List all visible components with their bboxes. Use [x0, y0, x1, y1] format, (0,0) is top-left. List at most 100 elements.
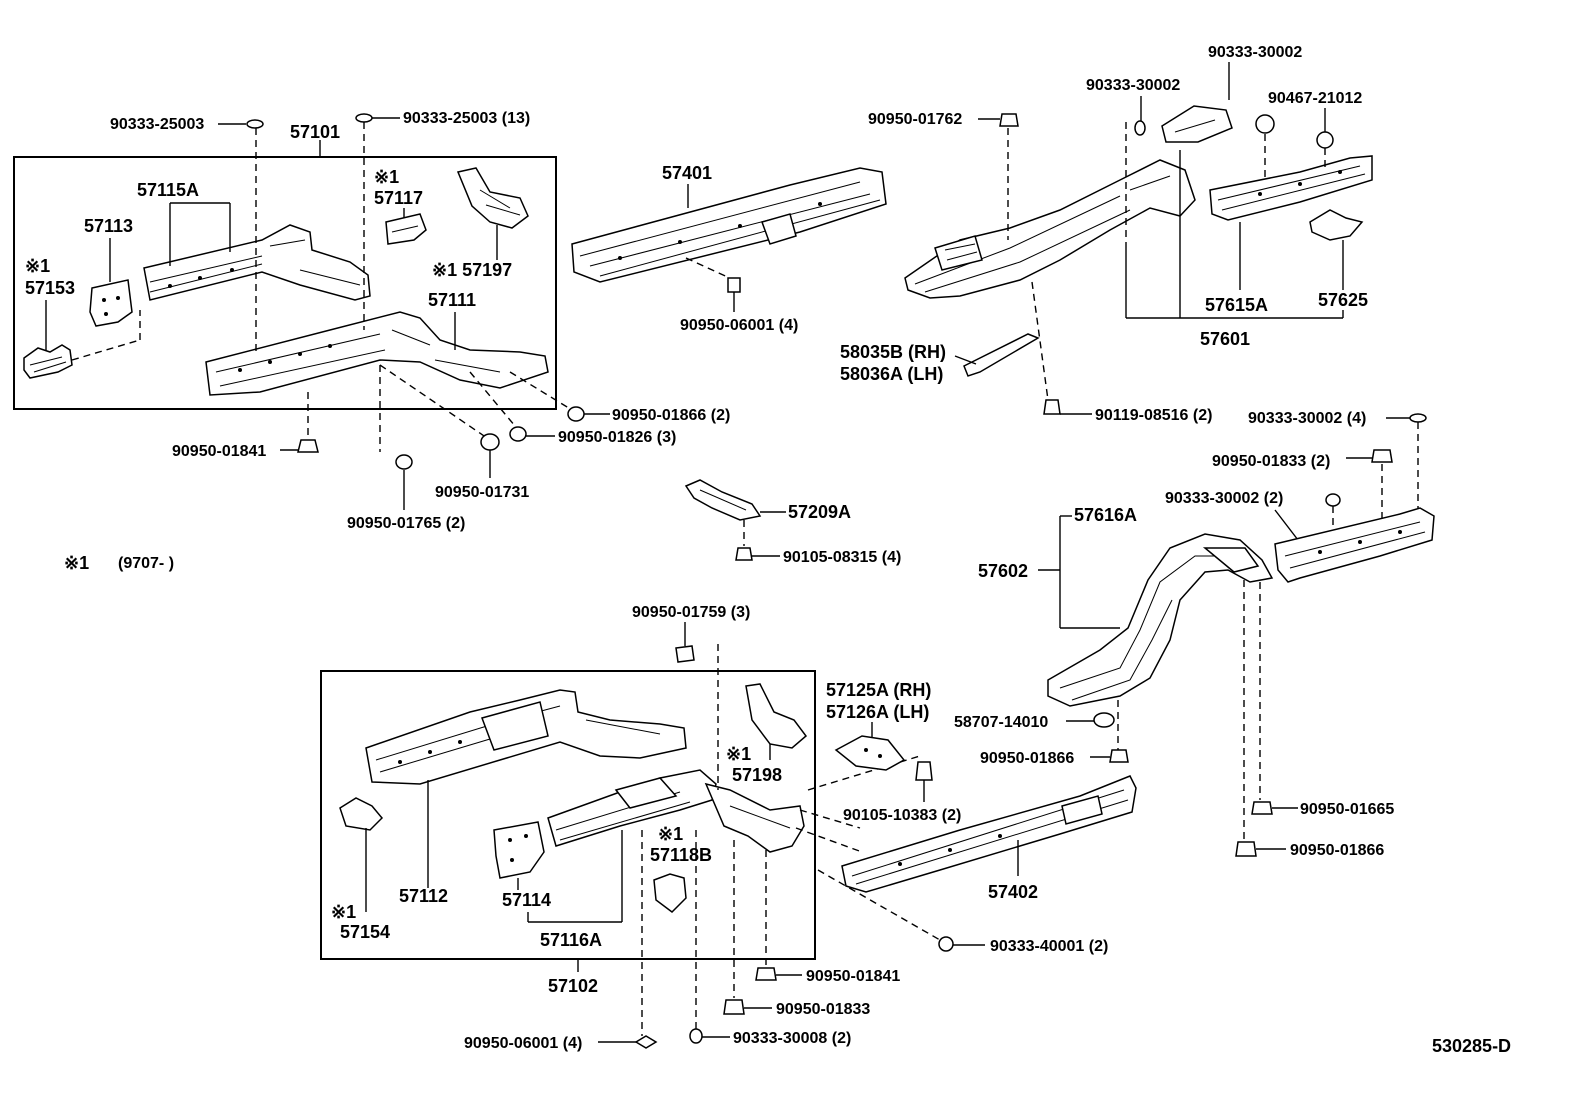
- part-57116A: [547, 769, 717, 847]
- label-90333-30002-2: 90333-30002 (2): [1165, 490, 1283, 507]
- label-57125A: 57125A (RH): [826, 680, 931, 700]
- nut-90950-01731: [480, 433, 500, 451]
- label-57113: 57113: [84, 216, 133, 236]
- grommet-90333-40001: [938, 936, 954, 952]
- label-90333-30002-b: 90333-30002: [1208, 44, 1302, 61]
- label-90105-08315: 90105-08315 (4): [783, 549, 901, 566]
- assembly-box-57101: [13, 156, 557, 410]
- part-57402: [841, 775, 1137, 893]
- note-text: (9707- ): [118, 555, 174, 572]
- part-57114: [493, 821, 545, 879]
- nut-90950-01826: [509, 426, 527, 442]
- diagram-id: 530285-D: [1432, 1036, 1511, 1056]
- label-90467-21012: 90467-21012: [1268, 90, 1362, 107]
- bolt-90105-10383: [915, 761, 933, 781]
- nut-90467-21012: [1316, 131, 1334, 149]
- part-57401: [571, 167, 887, 283]
- mark-57198: ※1: [726, 744, 751, 764]
- nut-90950-01833-bot: [723, 999, 745, 1015]
- nut-90950-01866-br: [1235, 841, 1257, 857]
- label-57197: ※1 57197: [432, 260, 512, 280]
- label-57118B: 57118B: [650, 845, 712, 865]
- pad-90950-06001-bot: [634, 1035, 658, 1049]
- label-90333-30002-a: 90333-30002: [1086, 77, 1180, 94]
- note-mark: ※1: [64, 553, 89, 573]
- label-57117: 57117: [374, 188, 423, 208]
- label-90950-01866-top: 90950-01866 (2): [612, 407, 730, 424]
- nut-90950-01665: [1251, 801, 1273, 815]
- part-57111: [205, 311, 549, 396]
- mark-57154: ※1: [331, 902, 356, 922]
- part-57153: [23, 344, 73, 379]
- label-57153: 57153: [25, 278, 75, 298]
- nut-90950-01841-left: [297, 439, 319, 453]
- label-57601: 57601: [1200, 329, 1250, 349]
- grommet-90333-30002-a: [1134, 120, 1146, 136]
- label-57114: 57114: [502, 890, 551, 910]
- pad-90950-06001-mid: [727, 277, 741, 293]
- nut-90467-21012-left: [1255, 114, 1275, 134]
- part-57209A: [684, 479, 762, 521]
- part-57117: [385, 213, 427, 245]
- part-57198: [745, 683, 808, 749]
- label-57115A: 57115A: [137, 180, 199, 200]
- label-57401: 57401: [662, 163, 712, 183]
- part-58035B: [963, 333, 1040, 377]
- part-57197: [456, 167, 529, 229]
- label-57209A: 57209A: [788, 502, 851, 522]
- part-57115A: [143, 224, 371, 301]
- label-90333-30008: 90333-30008 (2): [733, 1030, 851, 1047]
- label-90950-01826: 90950-01826 (3): [558, 429, 676, 446]
- nut-90950-01841-bot: [755, 967, 777, 981]
- part-57601-main: [904, 159, 1196, 299]
- part-57625: [1309, 209, 1364, 241]
- label-57116A: 57116A: [540, 930, 602, 950]
- label-90950-01841-left: 90950-01841: [172, 443, 266, 460]
- label-57198: 57198: [732, 765, 782, 785]
- label-57615A: 57615A: [1205, 295, 1268, 315]
- nut-90950-01866-mid: [1109, 749, 1129, 763]
- part-57154: [339, 797, 384, 831]
- label-57111: 57111: [428, 290, 476, 310]
- label-90950-01759: 90950-01759 (3): [632, 604, 750, 621]
- label-90950-01833-bot: 90950-01833: [776, 1001, 870, 1018]
- label-90950-01841-bot: 90950-01841: [806, 968, 900, 985]
- label-90950-01731: 90950-01731: [435, 484, 529, 501]
- label-57102: 57102: [548, 976, 598, 996]
- label-90950-01866-mid: 90950-01866: [980, 750, 1074, 767]
- mark-57118B: ※1: [658, 824, 683, 844]
- label-57625: 57625: [1318, 290, 1368, 310]
- bolt-90950-01762: [999, 113, 1019, 127]
- label-90105-10383: 90105-10383 (2): [843, 807, 961, 824]
- label-90950-01762: 90950-01762: [868, 111, 962, 128]
- label-58707-14010: 58707-14010: [954, 714, 1048, 731]
- bolt-90333-25003-left: [246, 119, 264, 129]
- label-90333-30002-4: 90333-30002 (4): [1248, 410, 1366, 427]
- nut-90950-01765: [395, 454, 413, 470]
- label-90950-01833-2: 90950-01833 (2): [1212, 453, 1330, 470]
- part-57113: [89, 279, 133, 327]
- label-90950-06001-mid: 90950-06001 (4): [680, 317, 798, 334]
- grommet-90333-30002-2: [1325, 493, 1341, 507]
- label-58035B: 58035B (RH): [840, 342, 946, 362]
- mark-57117: ※1: [374, 167, 399, 187]
- nut-90950-01833-2: [1371, 449, 1393, 463]
- part-57102-end: [704, 782, 805, 853]
- grommet-90333-30008: [689, 1028, 703, 1044]
- label-90333-25003-right: 90333-25003 (13): [403, 110, 530, 127]
- label-90119-08516: 90119-08516 (2): [1095, 407, 1212, 424]
- label-90950-06001-bot: 90950-06001 (4): [464, 1035, 582, 1052]
- label-57101: 57101: [290, 122, 340, 142]
- part-57616A: [1274, 507, 1435, 583]
- label-90950-01866-br: 90950-01866: [1290, 842, 1384, 859]
- part-57615A: [1209, 155, 1373, 221]
- part-57118B: [653, 873, 687, 913]
- bolt-90119-08516: [1043, 399, 1061, 415]
- mark-57153: ※1: [25, 256, 50, 276]
- label-57112: 57112: [399, 886, 448, 906]
- label-57154: 57154: [340, 922, 390, 942]
- label-90333-25003-left: 90333-25003: [110, 116, 204, 133]
- part-57601-bracket: [1161, 105, 1233, 143]
- part-57112: [365, 689, 687, 785]
